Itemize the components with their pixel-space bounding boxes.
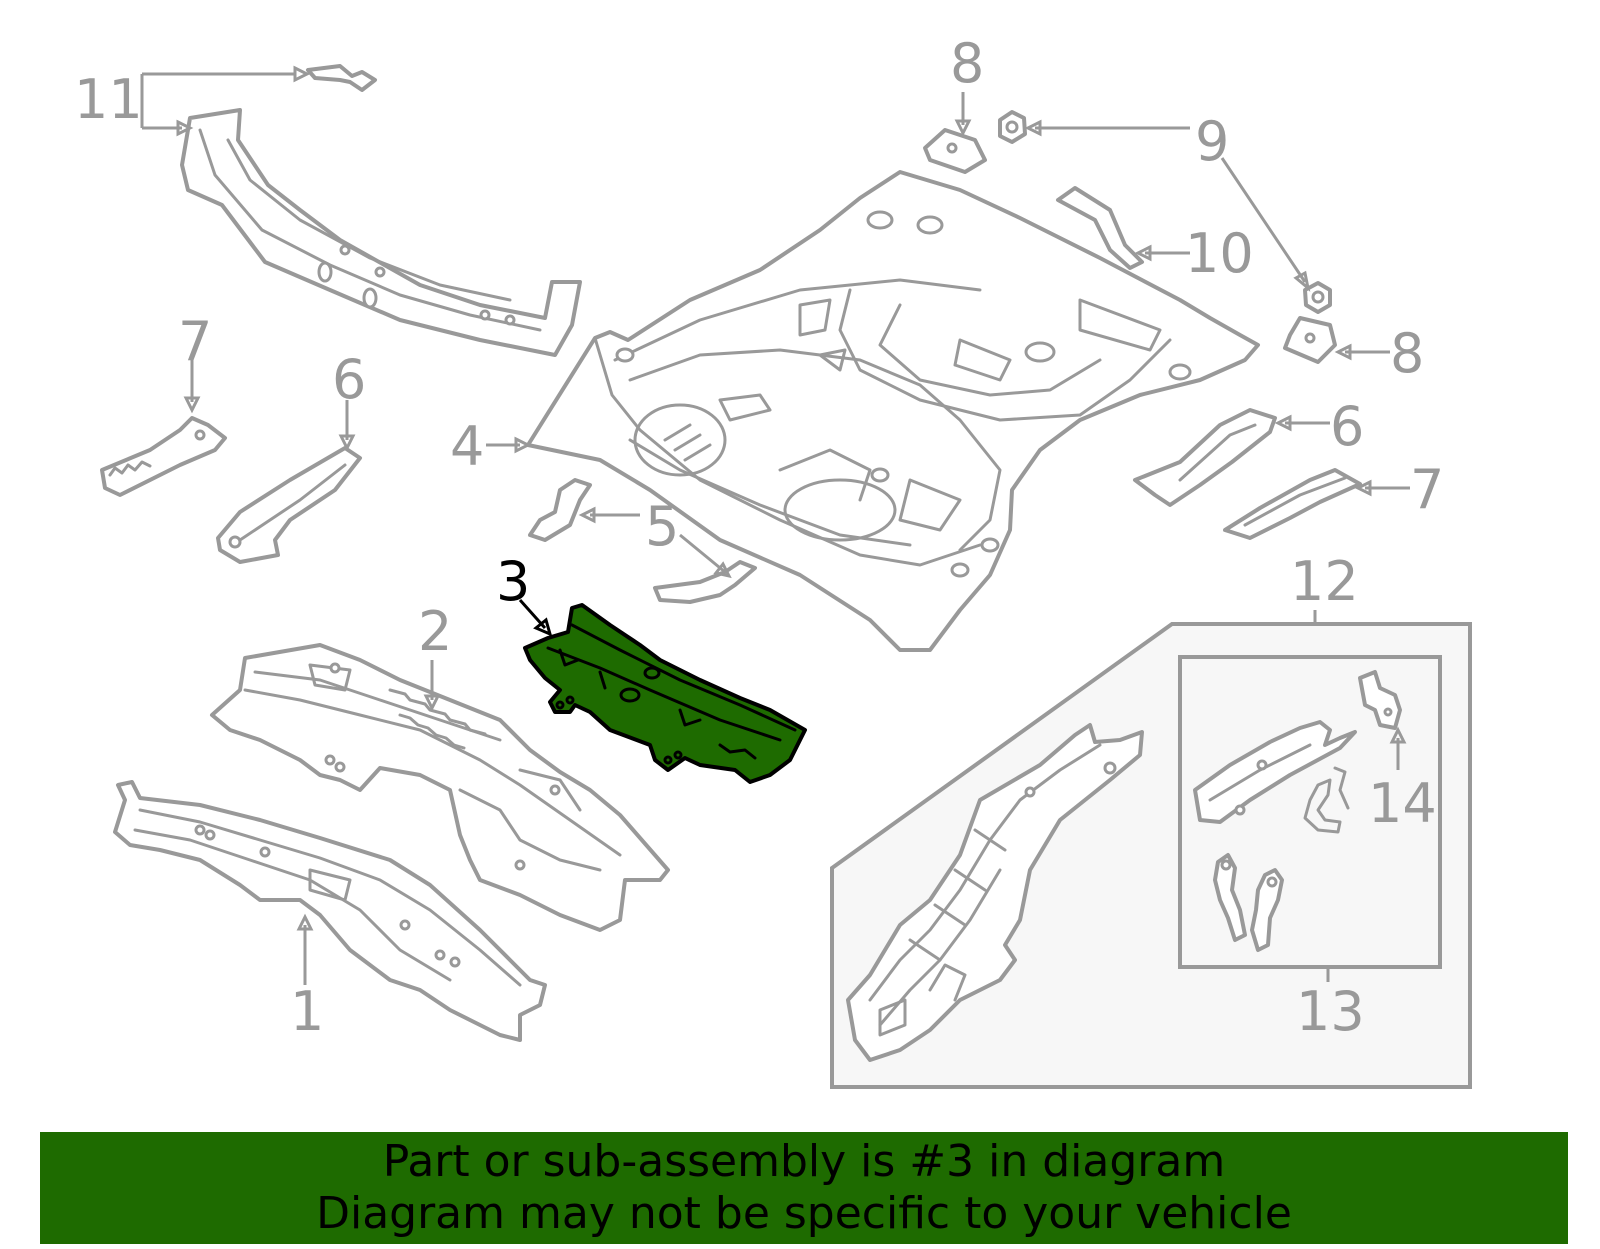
callout-10: 10 (1185, 222, 1254, 285)
part-3-crossmember-highlighted[interactable] (523, 603, 807, 784)
banner-line-1: Part or sub-assembly is #3 in diagram (382, 1136, 1226, 1187)
part-4-rear-floor-pan[interactable] (526, 170, 1260, 652)
callout-11: 11 (74, 68, 143, 131)
part-13-reinforcement[interactable] (1193, 720, 1357, 824)
part-11-bracket[interactable] (306, 64, 377, 92)
part-1-rear-floor-rail[interactable] (113, 780, 547, 1042)
part-11-upper-crossmember[interactable] (180, 108, 582, 357)
callout-7-left: 7 (178, 310, 212, 373)
part-5-gusset-upper[interactable] (528, 478, 592, 542)
banner-line-2: Diagram may not be specific to your vehi… (316, 1188, 1292, 1239)
part-13-bracket-b[interactable] (1250, 868, 1284, 952)
info-banner: Part or sub-assembly is #3 in diagram Di… (40, 1132, 1568, 1244)
part-8-upper-bracket[interactable] (923, 128, 987, 174)
part-7-right-rail[interactable] (1223, 468, 1362, 540)
callout-1: 1 (290, 980, 324, 1043)
part-10-brace[interactable] (1056, 186, 1144, 270)
callout-8-upper: 8 (950, 32, 984, 95)
part-13-bracket-a[interactable] (1213, 853, 1247, 942)
part-12-side-member[interactable] (846, 723, 1144, 1062)
callout-7-right: 7 (1410, 458, 1444, 521)
callout-8-lower: 8 (1390, 322, 1424, 385)
part-6-right-rail[interactable] (1133, 408, 1277, 507)
callout-6-right: 6 (1330, 395, 1364, 458)
part-9-nut-upper[interactable] (998, 110, 1027, 144)
part-5-gusset-lower[interactable] (653, 560, 757, 604)
parts-diagram: 11 4 8 (74, 32, 1472, 1089)
callout-3: 3 (496, 550, 530, 613)
part-7-left-bracket[interactable] (100, 416, 227, 497)
callout-13: 13 (1296, 980, 1365, 1043)
part-13-clip[interactable] (1303, 766, 1350, 834)
callout-6-left: 6 (332, 348, 366, 411)
part-6-left-rail[interactable] (216, 446, 362, 564)
callout-12: 12 (1290, 550, 1359, 613)
part-2-rear-crossmember[interactable] (210, 643, 670, 932)
callout-2: 2 (418, 600, 452, 663)
part-14-bracket[interactable] (1358, 670, 1402, 730)
part-9-nut-lower[interactable] (1303, 281, 1332, 314)
callout-5: 5 (645, 495, 679, 558)
callout-4: 4 (450, 415, 484, 478)
callout-14: 14 (1368, 772, 1437, 835)
part-8-lower-bracket[interactable] (1283, 316, 1337, 364)
callout-9: 9 (1195, 110, 1229, 173)
